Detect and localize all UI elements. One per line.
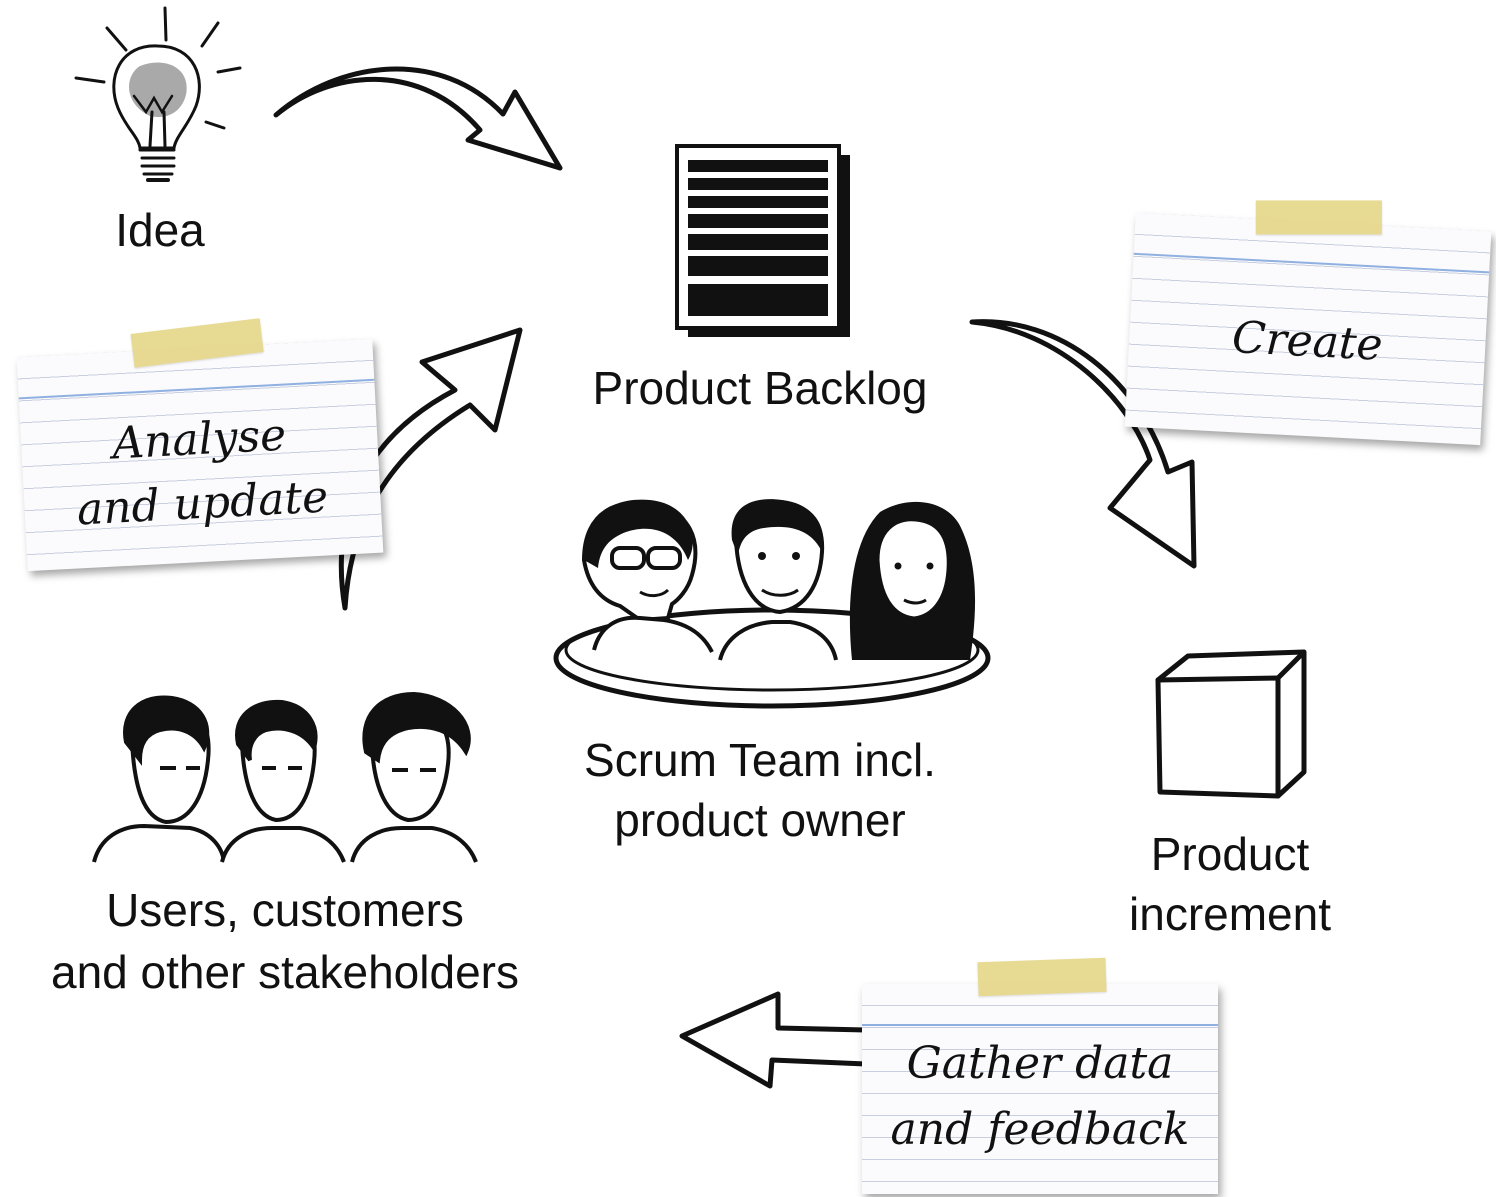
- scrum-team-label-line1: Scrum Team incl.: [584, 734, 936, 786]
- card-header-rule: [862, 1024, 1218, 1026]
- team-member-3-avatar: [849, 501, 976, 660]
- product-increment-label-line2: increment: [1129, 888, 1331, 940]
- arrow-backlog-to-increment: [969, 319, 1197, 569]
- backlog-document-icon: [675, 144, 850, 337]
- tape-strip: [1255, 200, 1382, 235]
- stakeholders-illustration: [92, 691, 478, 863]
- card-gather-line1: Gather data: [906, 1038, 1174, 1089]
- stakeholder-3-avatar: [350, 691, 478, 863]
- card-gather-line2: and feedback: [890, 1104, 1190, 1155]
- stakeholder-1-avatar: [92, 695, 226, 863]
- arrow-idea-to-backlog: [273, 66, 563, 171]
- arrow-feedback-to-stakeholders: [679, 991, 869, 1089]
- team-member-1-avatar: [581, 499, 714, 653]
- stakeholders-label-line1: Users, customers: [106, 884, 464, 936]
- scrum-team-illustration: [553, 499, 991, 709]
- team-member-2-avatar: [718, 499, 838, 661]
- product-increment-cube-icon: [1155, 649, 1307, 799]
- card-create: Create: [1124, 200, 1492, 446]
- card-header-rule: [1133, 252, 1490, 274]
- idea-label: Idea: [115, 204, 205, 256]
- card-header-rule: [18, 378, 375, 400]
- product-backlog-label: Product Backlog: [592, 362, 928, 414]
- scrum-team-label-line2: product owner: [614, 794, 906, 846]
- stakeholders-label-line2: and other stakeholders: [51, 946, 519, 998]
- card-gather-data-and-feedback: Gather data and feedback: [862, 957, 1218, 1194]
- tape-strip: [977, 957, 1107, 997]
- product-increment-label-line1: Product: [1150, 828, 1310, 880]
- card-analyse-and-update: Analyse and update: [16, 318, 384, 572]
- card-create-text: Create: [1230, 312, 1384, 371]
- lightbulb-icon: [74, 6, 242, 182]
- stakeholder-2-avatar: [220, 699, 346, 863]
